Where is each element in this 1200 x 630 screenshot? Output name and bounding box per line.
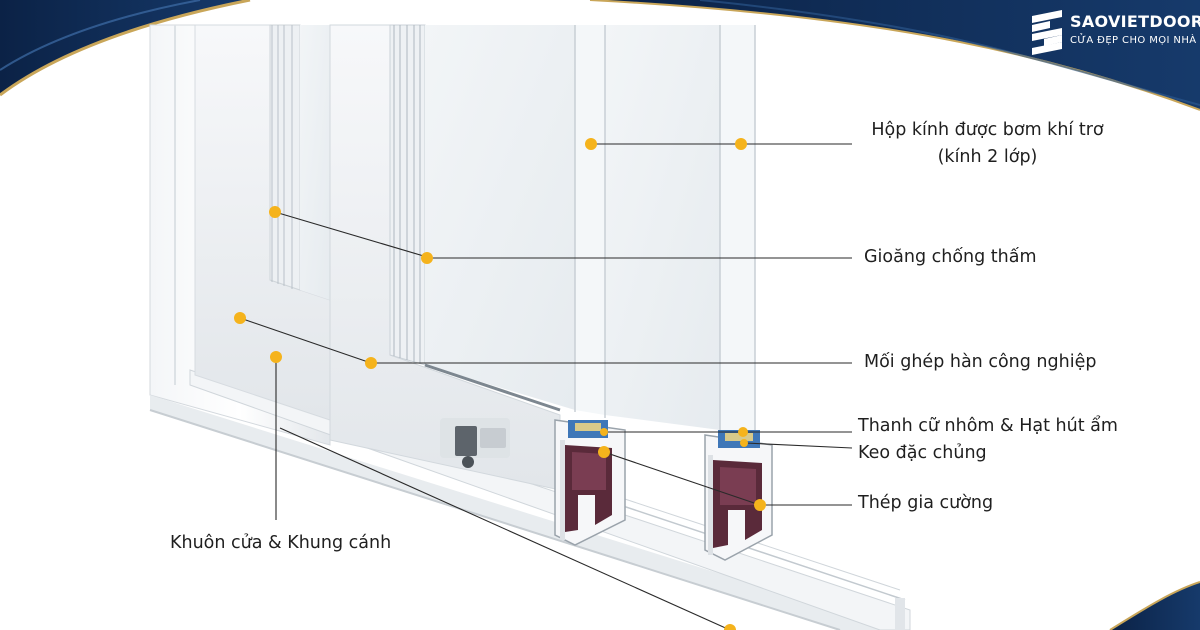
marker-sealant xyxy=(740,439,748,447)
front-sash xyxy=(329,24,756,491)
callout-frame: Khuôn cửa & Khung cánh xyxy=(170,533,392,553)
marker-weld-2 xyxy=(365,357,377,369)
bottom-right-corner-decoration xyxy=(1109,581,1200,630)
marker-spacer-2 xyxy=(738,427,748,437)
brand-logo[interactable]: SAOVIETDOOR CỬA ĐẸP CHO MỌI NHÀ xyxy=(1028,8,1200,60)
callout-gas-glass-line1: Hộp kính được bơm khí trơ xyxy=(871,120,1104,140)
callout-gas-glass: Hộp kính được bơm khí trơ (kính 2 lớp) xyxy=(855,117,1120,171)
top-left-swoosh-decoration xyxy=(0,0,251,97)
marker-steel-2 xyxy=(754,499,766,511)
callout-gasket: Gioăng chống thấm xyxy=(864,247,1037,267)
marker-frame xyxy=(270,351,282,363)
callout-steel: Thép gia cường xyxy=(858,493,994,513)
callout-gas-glass-line2: (kính 2 lớp) xyxy=(937,147,1038,167)
marker-gasket-2 xyxy=(421,252,433,264)
callout-weld: Mối ghép hàn công nghiệp xyxy=(864,352,1097,372)
callout-sealant: Keo đặc chủng xyxy=(858,443,987,463)
callout-markers xyxy=(234,138,766,630)
marker-gas-glass-2 xyxy=(735,138,747,150)
marker-gas-glass-1 xyxy=(585,138,597,150)
callout-leader-lines xyxy=(239,143,853,630)
profile-cross-section-right xyxy=(704,430,773,561)
rear-sash xyxy=(194,24,331,421)
brand-tagline: CỬA ĐẸP CHO MỌI NHÀ xyxy=(1070,35,1197,46)
marker-weld-1 xyxy=(234,312,246,324)
marker-gasket-1 xyxy=(269,206,281,218)
sv-stripes-logo-icon xyxy=(1032,10,1062,55)
marker-spacer-1 xyxy=(600,428,608,436)
marker-bottom-rail xyxy=(724,624,736,630)
marker-steel-1 xyxy=(598,446,610,458)
callout-spacer: Thanh cữ nhôm & Hạt hút ẩm xyxy=(858,416,1118,436)
sash-handle-lock xyxy=(440,418,510,468)
brand-name: SAOVIETDOOR xyxy=(1070,12,1200,31)
